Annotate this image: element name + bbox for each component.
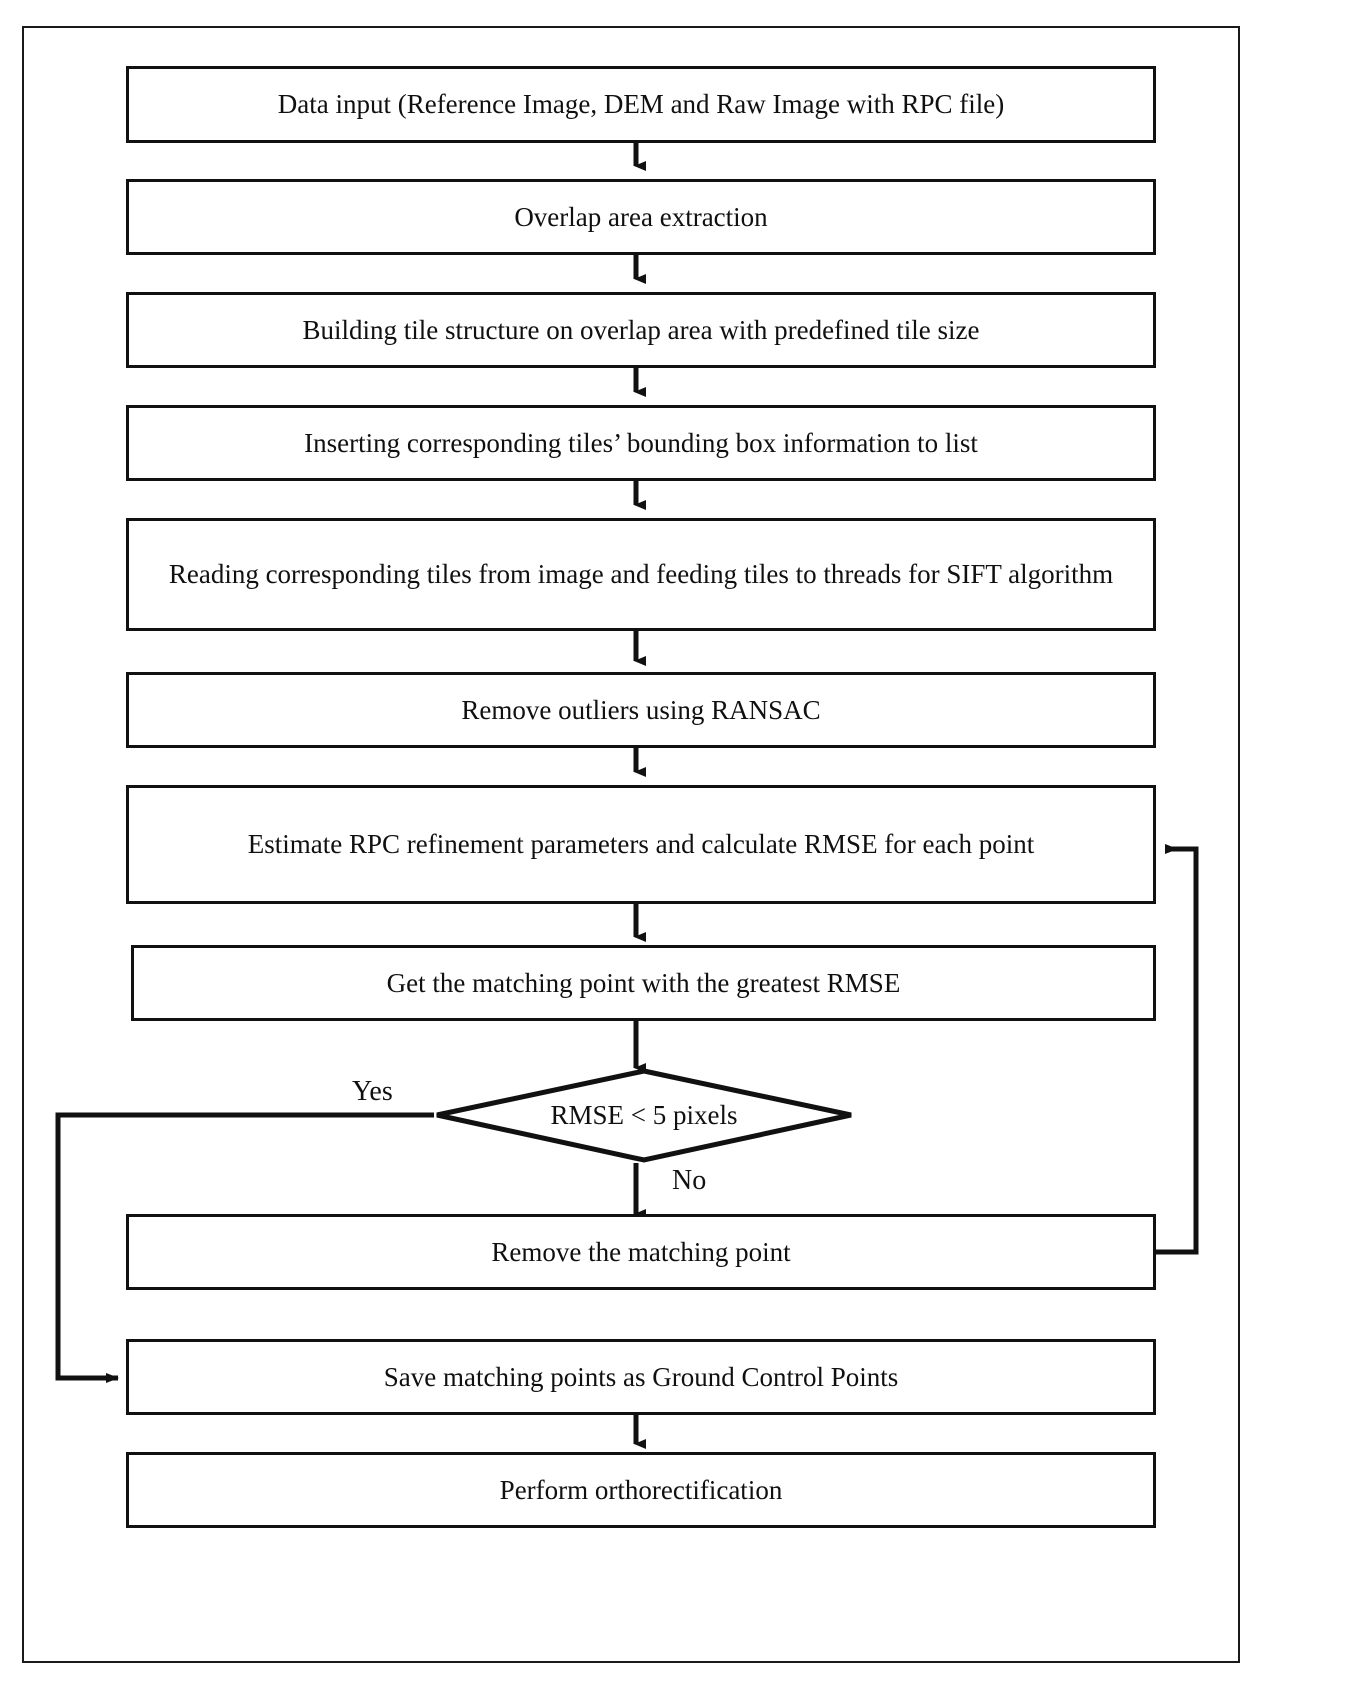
node-get-matching-point-greatest-rmse[interactable]: Get the matching point with the greatest… <box>131 945 1156 1021</box>
node-label: Inserting corresponding tiles’ bounding … <box>304 427 978 458</box>
node-estimate-rpc-refinement[interactable]: Estimate RPC refinement parameters and c… <box>126 785 1156 904</box>
node-label: Overlap area extraction <box>514 201 768 232</box>
node-save-ground-control-points[interactable]: Save matching points as Ground Control P… <box>126 1339 1156 1415</box>
node-label: Remove outliers using RANSAC <box>461 694 821 725</box>
diamond-shape <box>436 1068 852 1163</box>
node-reading-tiles-sift[interactable]: Reading corresponding tiles from image a… <box>126 518 1156 631</box>
node-inserting-bounding-box[interactable]: Inserting corresponding tiles’ bounding … <box>126 405 1156 481</box>
node-overlap-area-extraction[interactable]: Overlap area extraction <box>126 179 1156 255</box>
node-label: Save matching points as Ground Control P… <box>383 1361 899 1392</box>
node-label: Perform orthorectification <box>499 1474 783 1505</box>
node-label: Building tile structure on overlap area … <box>302 314 980 345</box>
node-building-tile-structure[interactable]: Building tile structure on overlap area … <box>126 292 1156 368</box>
node-label: Get the matching point with the greatest… <box>386 967 901 998</box>
node-data-input[interactable]: Data input (Reference Image, DEM and Raw… <box>126 66 1156 143</box>
edge-label-no: No <box>672 1165 707 1196</box>
node-perform-orthorectification[interactable]: Perform orthorectification <box>126 1452 1156 1528</box>
edge-label-yes: Yes <box>352 1076 393 1107</box>
node-label: Reading corresponding tiles from image a… <box>168 559 1114 590</box>
node-label: Remove the matching point <box>491 1236 791 1267</box>
node-label: Data input (Reference Image, DEM and Raw… <box>277 89 1005 120</box>
node-decision-rmse-threshold[interactable]: RMSE < 5 pixels <box>434 1068 854 1163</box>
node-remove-matching-point[interactable]: Remove the matching point <box>126 1214 1156 1290</box>
node-label: Estimate RPC refinement parameters and c… <box>247 829 1035 860</box>
node-label: RMSE < 5 pixels <box>550 1100 738 1130</box>
node-remove-outliers-ransac[interactable]: Remove outliers using RANSAC <box>126 672 1156 748</box>
